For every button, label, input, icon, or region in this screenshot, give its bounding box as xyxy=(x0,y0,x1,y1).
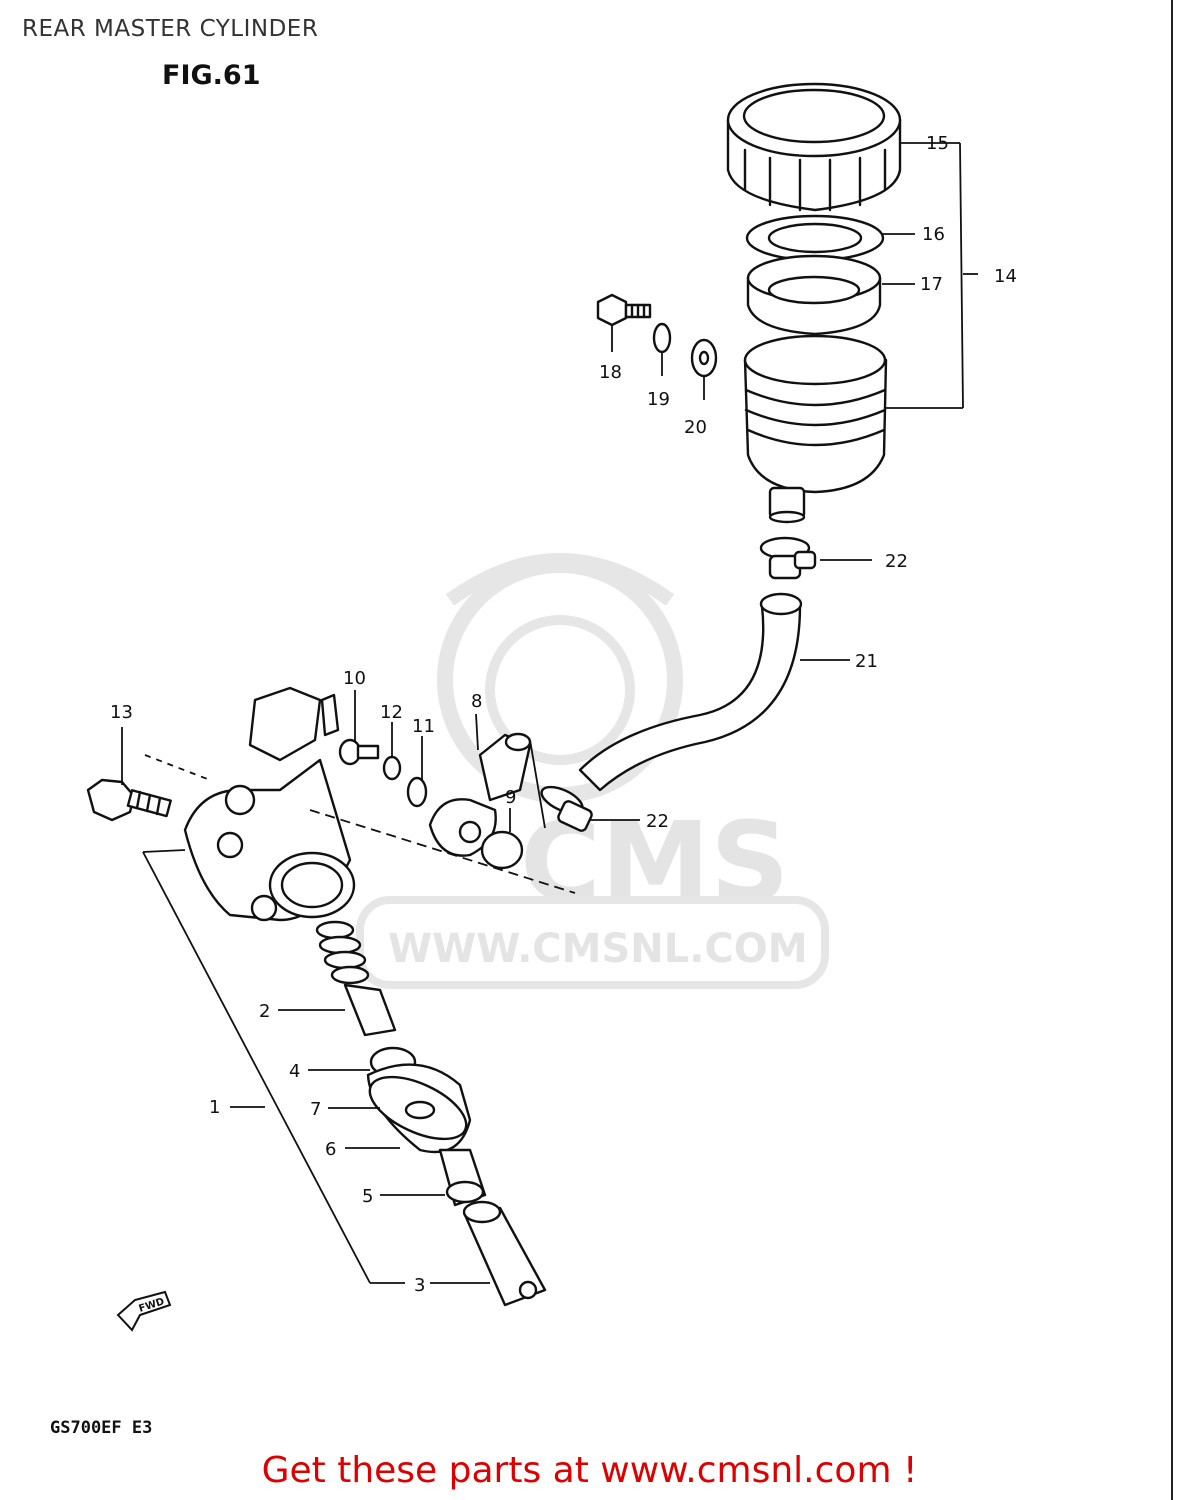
page-title: REAR MASTER CYLINDER xyxy=(22,16,319,42)
bolt-18 xyxy=(596,293,652,327)
callout-18: 18 xyxy=(599,362,622,383)
screw-10 xyxy=(338,738,380,766)
piston-spring xyxy=(315,920,397,1037)
reservoir-cap xyxy=(726,82,902,212)
washer-11 xyxy=(406,776,428,808)
figure-label: FIG.61 xyxy=(162,60,261,91)
push-rod-end xyxy=(462,1200,547,1307)
piston-seal-set xyxy=(366,1046,472,1154)
o-ring xyxy=(480,830,524,870)
leader-lines xyxy=(121,142,978,1284)
callout-4: 4 xyxy=(289,1061,300,1082)
callout-7: 7 xyxy=(310,1099,321,1120)
callout-3: 3 xyxy=(414,1275,425,1296)
callout-8: 8 xyxy=(471,691,482,712)
hose-connector xyxy=(428,732,532,857)
washer-19 xyxy=(652,322,672,354)
washer-12 xyxy=(382,755,402,781)
parts-link[interactable]: Get these parts at www.cmsnl.com ! xyxy=(261,1450,918,1491)
callout-21: 21 xyxy=(855,651,878,672)
diaphragm xyxy=(746,254,882,336)
callout-12: 12 xyxy=(380,702,403,723)
reservoir-body xyxy=(743,334,888,524)
callout-22-lower: 22 xyxy=(646,811,669,832)
hose-clamp-lower xyxy=(540,785,593,832)
callout-17: 17 xyxy=(920,274,943,295)
model-code: GS700EF E3 xyxy=(50,1418,153,1438)
callout-14: 14 xyxy=(994,266,1017,287)
callout-22-upper: 22 xyxy=(885,551,908,572)
callout-9: 9 xyxy=(505,787,516,808)
callout-10: 10 xyxy=(343,668,366,689)
callout-1: 1 xyxy=(209,1097,220,1118)
callouts: 1 2 3 4 5 6 7 8 9 10 11 12 13 14 15 16 1… xyxy=(110,133,1017,1296)
hose-clamp-upper xyxy=(759,536,817,580)
watermark-url: WWW.CMSNL.COM xyxy=(388,926,808,972)
callout-20: 20 xyxy=(684,417,707,438)
washer-20 xyxy=(690,338,718,378)
fwd-arrow-icon: FWD xyxy=(116,1290,172,1332)
callout-2: 2 xyxy=(259,1001,270,1022)
master-cylinder-body xyxy=(183,686,356,922)
callout-6: 6 xyxy=(325,1139,336,1160)
callout-11: 11 xyxy=(412,716,435,737)
callout-5: 5 xyxy=(362,1186,373,1207)
bolt-13 xyxy=(86,778,172,822)
callout-13: 13 xyxy=(110,702,133,723)
callout-19: 19 xyxy=(647,389,670,410)
reservoir-hose xyxy=(578,592,803,792)
diaphragm-plate xyxy=(745,214,885,262)
push-rod-nut xyxy=(438,1148,487,1207)
page-border xyxy=(1171,0,1173,1500)
callout-16: 16 xyxy=(922,224,945,245)
callout-15: 15 xyxy=(926,133,949,154)
